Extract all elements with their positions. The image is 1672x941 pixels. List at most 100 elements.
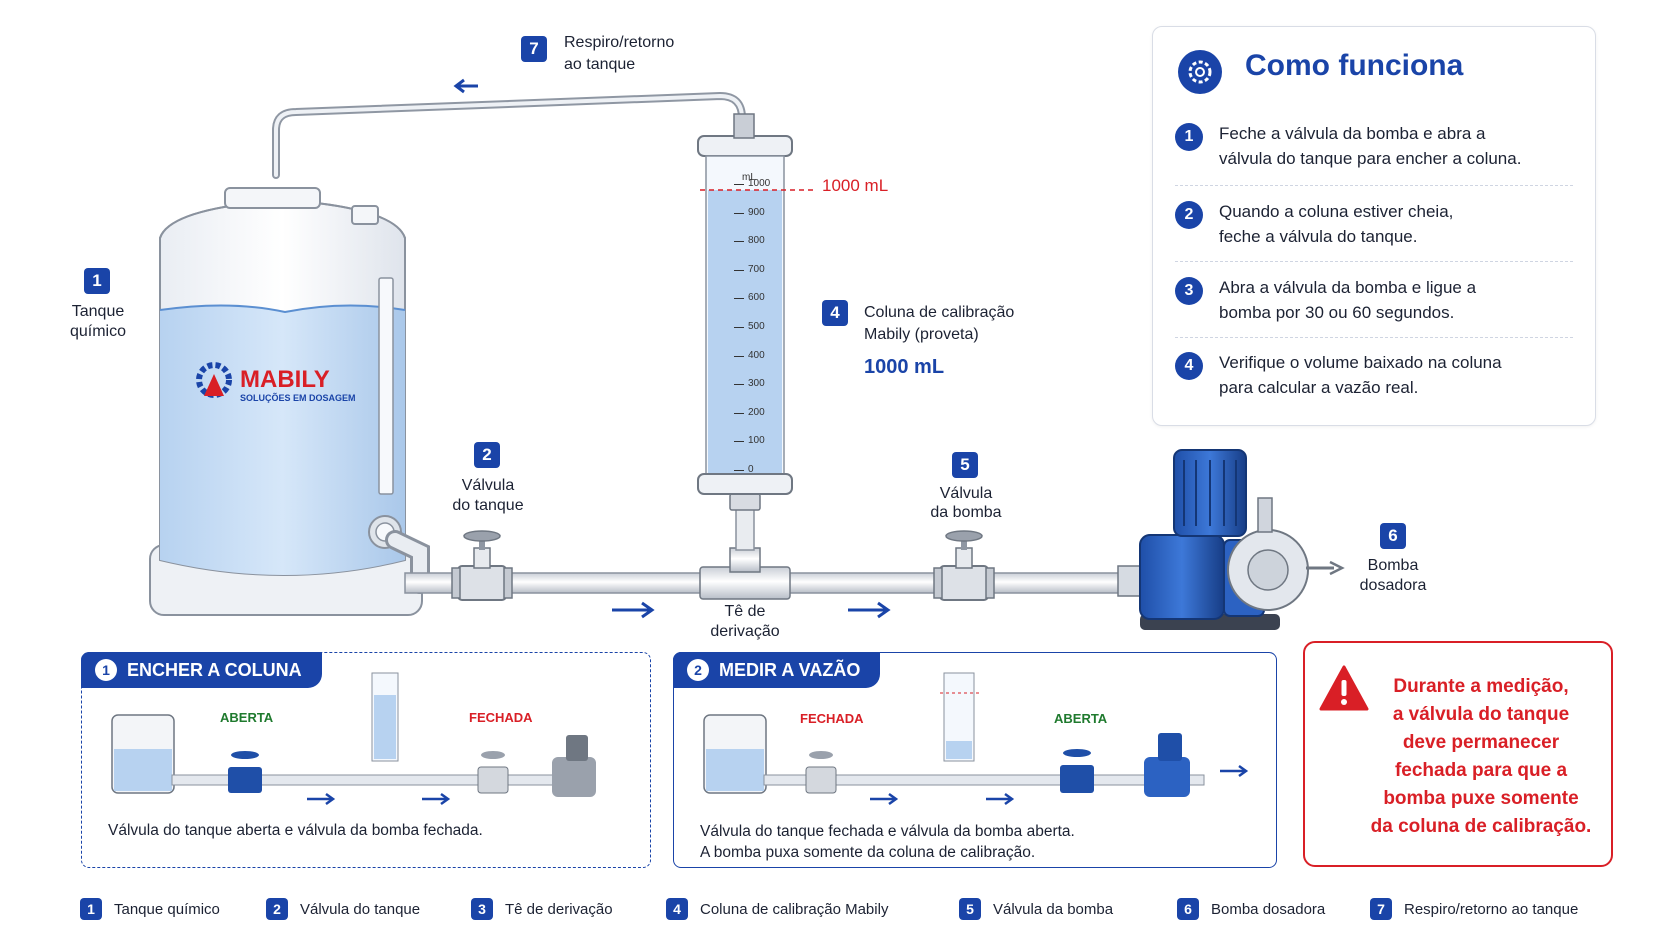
warning-line-2: a válvula do tanque bbox=[1392, 704, 1570, 725]
column-scale-tick bbox=[734, 384, 744, 386]
step-4-num: 4 bbox=[1175, 352, 1203, 380]
mini-2-schematic bbox=[703, 672, 1249, 806]
column-scale-label: 200 bbox=[748, 406, 765, 418]
mini-2-num: 2 bbox=[687, 659, 709, 681]
column-scale-label: 800 bbox=[748, 235, 765, 247]
callout-6-label-line2: dosadora bbox=[1359, 577, 1427, 594]
column-scale-label: 100 bbox=[748, 435, 765, 447]
step-1-line2: válvula do tanque para encher a coluna. bbox=[1219, 149, 1522, 168]
column-scale-label: 900 bbox=[748, 206, 765, 218]
column-max-marker: 1000 mL bbox=[822, 176, 889, 195]
column-scale-tick bbox=[734, 327, 744, 328]
legend-item-6: 6 Bomba dosadora bbox=[1177, 898, 1325, 920]
mini-1-num: 1 bbox=[95, 659, 117, 681]
callout-2-label-line2: do tanque bbox=[452, 497, 524, 514]
mini-2-caption-line1: Válvula do tanque fechada e válvula da b… bbox=[700, 823, 1075, 840]
legend-2-num: 2 bbox=[266, 898, 288, 920]
mini-2-tag-open: ABERTA bbox=[1054, 711, 1108, 726]
warning-line-6: da coluna de calibração. bbox=[1370, 816, 1592, 837]
callout-5-badge: 5 bbox=[952, 452, 978, 478]
mini-measure-flow: 2 MEDIR A VAZÃO FECHADA ABERTA Válvula d… bbox=[673, 652, 1277, 868]
legend-7-label: Respiro/retorno ao tanque bbox=[1404, 900, 1579, 918]
mini-1-title: 1 ENCHER A COLUNA bbox=[81, 652, 322, 688]
legend-2-label: Válvula do tanque bbox=[300, 900, 421, 918]
warning-text: Durante a medição, a válvula do tanque d… bbox=[1361, 673, 1601, 841]
column-scale-label: 700 bbox=[748, 263, 765, 275]
column-scale-label: 400 bbox=[748, 349, 765, 361]
step-2-line1: Quando a coluna estiver cheia, bbox=[1219, 202, 1454, 221]
callout-6-badge: 6 bbox=[1380, 523, 1406, 549]
column-scale-tick bbox=[734, 184, 744, 185]
column-scale-label: 300 bbox=[748, 378, 765, 390]
mini-fill-column: 1 ENCHER A COLUNA ABERTA FECHADA Válvula… bbox=[81, 652, 651, 868]
legend-4-label: Coluna de calibração Mabily bbox=[700, 900, 889, 918]
pump-valve bbox=[933, 530, 995, 601]
callout-3-label-line1: Tê de bbox=[724, 603, 766, 620]
step-1-num: 1 bbox=[1175, 123, 1203, 151]
tank-valve bbox=[451, 530, 513, 601]
step-2-line2: feche a válvula do tanque. bbox=[1219, 227, 1418, 246]
vent-tube bbox=[272, 91, 746, 179]
warning-icon bbox=[1319, 665, 1369, 711]
legend-6-num: 6 bbox=[1177, 898, 1199, 920]
warning-line-3: deve permanecer bbox=[1402, 732, 1560, 753]
warning-box: Durante a medição, a válvula do tanque d… bbox=[1303, 641, 1613, 867]
tee-fitting bbox=[699, 493, 791, 600]
legend-1-num: 1 bbox=[80, 898, 102, 920]
column-unit: mL bbox=[742, 172, 756, 183]
callout-5-label-line1: Válvula bbox=[939, 485, 993, 502]
callout-4-label-line1: Coluna de calibração bbox=[864, 304, 1015, 321]
column-scale-tick bbox=[734, 412, 744, 414]
column-scale-label: 1000 bbox=[748, 178, 771, 189]
callout-3-label-line2: derivação bbox=[710, 623, 780, 640]
column-scale-tick bbox=[734, 298, 744, 300]
callout-6-label-line1: Bomba bbox=[1367, 557, 1419, 574]
column-scale-label: 600 bbox=[748, 292, 765, 304]
step-3-line1: Abra a válvula da bomba e ligue a bbox=[1219, 278, 1477, 297]
column-scale-tick bbox=[734, 470, 744, 471]
step-4-line1: Verifique o volume baixado na coluna bbox=[1219, 353, 1502, 372]
step-divider bbox=[1175, 185, 1573, 186]
mini-2-caption-line2: A bomba puxa somente da coluna de calibr… bbox=[700, 844, 1036, 861]
step-1: 1 Feche a válvula da bomba e abra a válvu… bbox=[1175, 121, 1575, 171]
gear-icon bbox=[1178, 50, 1222, 94]
step-1-line1: Feche a válvula da bomba e abra a bbox=[1219, 124, 1486, 143]
mini-2-title: 2 MEDIR A VAZÃO bbox=[673, 652, 881, 688]
legend-3-num: 3 bbox=[471, 898, 493, 920]
callout-4-label-line2: Mabily (proveta) bbox=[864, 326, 979, 343]
how-it-works-panel: Como funciona 1 Feche a válvula da bomba… bbox=[1152, 26, 1596, 426]
callout-4-volume: 1000 mL bbox=[864, 356, 945, 378]
logo-brand: MABILY bbox=[240, 366, 330, 393]
legend-5-label: Válvula da bomba bbox=[993, 900, 1114, 918]
legend-6-label: Bomba dosadora bbox=[1211, 900, 1326, 918]
column-scale-tick bbox=[734, 355, 744, 357]
mini-1-title-text: ENCHER A COLUNA bbox=[127, 659, 302, 680]
warning-line-5: bomba puxe somente bbox=[1383, 788, 1579, 809]
step-2-num: 2 bbox=[1175, 201, 1203, 229]
legend-item-2: 2 Válvula do tanque bbox=[266, 898, 420, 920]
step-2: 2 Quando a coluna estiver cheia, feche a … bbox=[1175, 199, 1575, 249]
warning-line-4: fechada para que a bbox=[1394, 760, 1568, 781]
column-scale-tick bbox=[734, 241, 744, 243]
column-scale-tick bbox=[734, 212, 744, 214]
dosing-pump bbox=[1117, 449, 1345, 630]
mini-1-tag-closed: FECHADA bbox=[469, 710, 533, 725]
chemical-tank bbox=[149, 187, 430, 616]
column-scale-tick bbox=[734, 441, 744, 443]
callout-2-label-line1: Válvula bbox=[461, 477, 515, 494]
calibration-column bbox=[697, 113, 815, 495]
mini-1-tag-open: ABERTA bbox=[220, 710, 274, 725]
callout-4-badge: 4 bbox=[822, 300, 848, 326]
mini-1-caption: Válvula do tanque aberta e válvula da bo… bbox=[108, 822, 483, 839]
column-scale-label: 0 bbox=[748, 464, 754, 475]
column-scale-label: 500 bbox=[748, 321, 765, 332]
logo-tagline: SOLUÇÕES EM DOSAGEM bbox=[240, 393, 356, 403]
